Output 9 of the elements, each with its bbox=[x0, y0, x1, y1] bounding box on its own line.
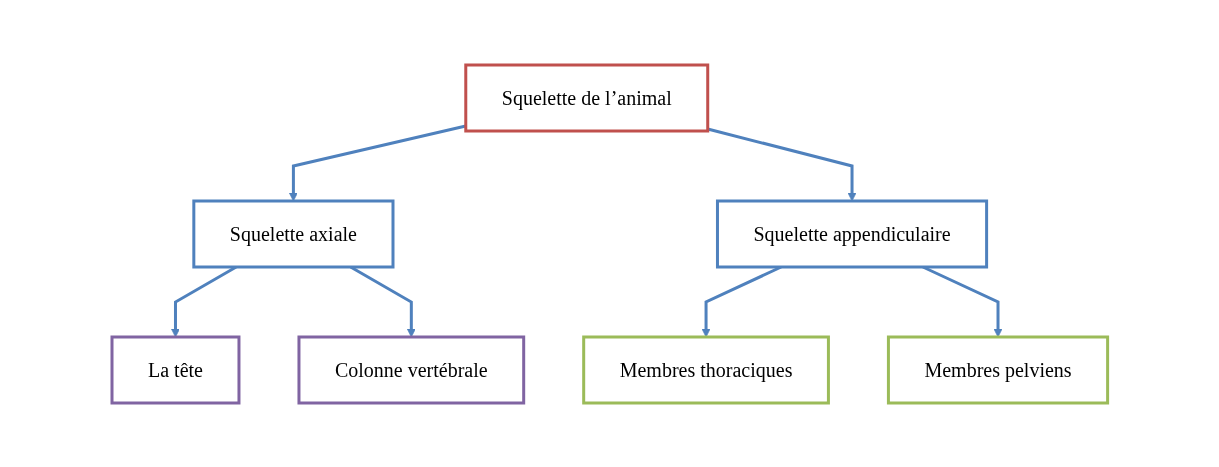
node-box: La tête bbox=[110, 335, 241, 404]
node-box: Colonne vertébrale bbox=[297, 335, 525, 404]
arrow bbox=[707, 127, 857, 201]
arrow bbox=[288, 124, 466, 201]
node-box: Squelette appendiculaire bbox=[715, 199, 988, 268]
node-box: Membres thoraciques bbox=[581, 335, 830, 404]
node-box: Squelette de l’animal bbox=[463, 63, 709, 132]
node-box: Membres pelviens bbox=[886, 335, 1109, 404]
node-box: Squelette axiale bbox=[192, 199, 395, 268]
